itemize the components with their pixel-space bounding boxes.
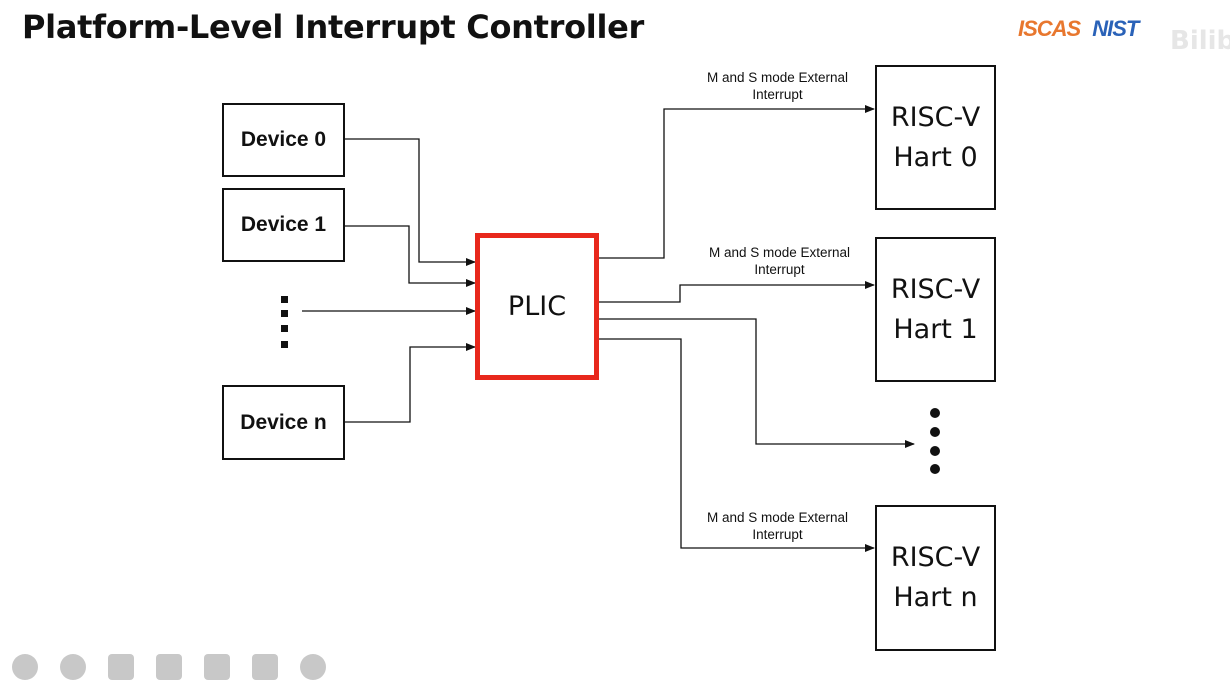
device-0-box: Device 0 bbox=[222, 103, 345, 177]
wire-plic-hart0 bbox=[598, 105, 875, 259]
hart-n-box: RISC-V Hart n bbox=[875, 505, 996, 651]
notes-icon[interactable] bbox=[252, 654, 278, 680]
interrupt-label-n-line2: Interrupt bbox=[752, 527, 803, 542]
device-n-box: Device n bbox=[222, 385, 345, 460]
watermark: Bilibili bbox=[1170, 26, 1230, 56]
hart-1-box: RISC-V Hart 1 bbox=[875, 237, 996, 382]
presentation-toolbar bbox=[12, 654, 326, 680]
more-icon[interactable] bbox=[300, 654, 326, 680]
wire-device0-plic bbox=[344, 138, 476, 266]
interrupt-label-1: M and S mode External Interrupt bbox=[692, 244, 867, 278]
hart-0-line1: RISC-V bbox=[890, 101, 981, 133]
hart-1-line1: RISC-V bbox=[890, 273, 981, 305]
slide-title: Platform-Level Interrupt Controller bbox=[22, 8, 645, 46]
nist-logo: NIST bbox=[1092, 16, 1139, 41]
next-icon[interactable] bbox=[60, 654, 86, 680]
plic-box: PLIC bbox=[475, 233, 599, 380]
interrupt-label-1-line2: Interrupt bbox=[754, 262, 805, 277]
interrupt-label-0-line1: M and S mode External bbox=[706, 70, 849, 85]
wire-device1-plic bbox=[344, 225, 476, 287]
hart-0-line2: Hart 0 bbox=[893, 141, 978, 173]
prev-icon[interactable] bbox=[12, 654, 38, 680]
iscas-logo: ISCAS bbox=[1018, 16, 1081, 41]
interrupt-label-n: M and S mode External Interrupt bbox=[690, 509, 865, 543]
wire-plic-hartn bbox=[598, 338, 875, 552]
wire-plic-hart1 bbox=[598, 281, 875, 303]
hart-n-line2: Hart n bbox=[893, 582, 978, 613]
interrupt-label-0-line2: Interrupt bbox=[752, 87, 803, 102]
interrupt-label-0: M and S mode External Interrupt bbox=[690, 69, 865, 103]
device-1-box: Device 1 bbox=[222, 188, 345, 262]
hart-0-box: RISC-V Hart 0 bbox=[875, 65, 996, 210]
zoom-icon[interactable] bbox=[156, 654, 182, 680]
interrupt-label-1-line1: M and S mode External bbox=[708, 245, 851, 260]
wire-plic-dots bbox=[598, 318, 915, 448]
logo-group: ISCAS NIST bbox=[1018, 16, 1139, 42]
pen-icon[interactable] bbox=[108, 654, 134, 680]
wire-devicen-plic bbox=[344, 343, 476, 423]
hart-n-line1: RISC-V bbox=[890, 542, 981, 573]
device-ellipsis bbox=[281, 296, 288, 348]
interrupt-label-n-line1: M and S mode External bbox=[706, 510, 849, 525]
hart-1-line2: Hart 1 bbox=[893, 313, 978, 345]
camera-icon[interactable] bbox=[204, 654, 230, 680]
hart-ellipsis bbox=[930, 408, 940, 474]
